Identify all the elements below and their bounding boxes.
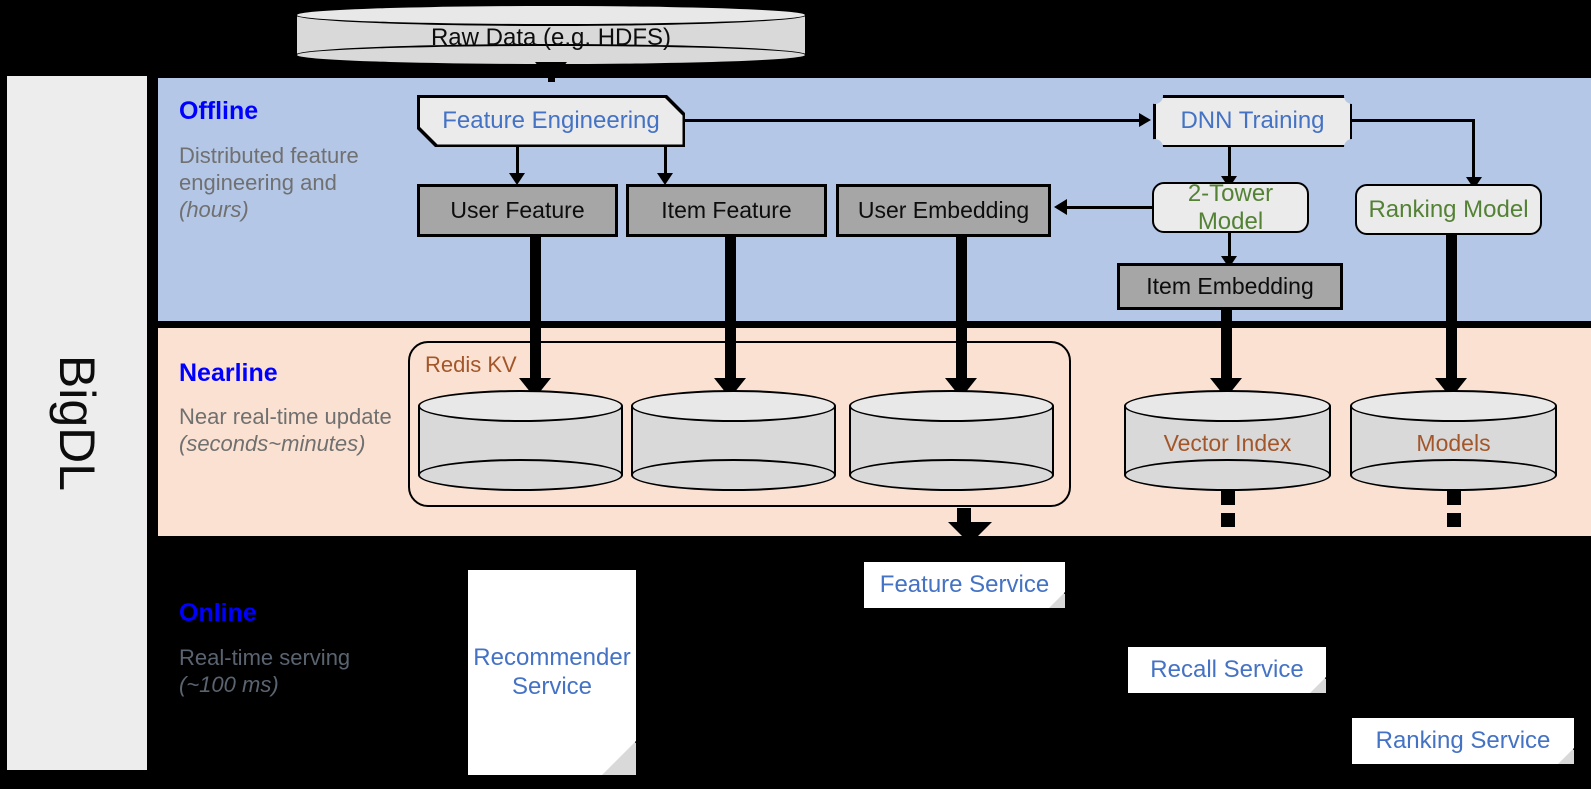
ranking-service-box[interactable]: Ranking Service	[1352, 718, 1574, 764]
item-feature-label: Item Feature	[661, 197, 792, 224]
offline-subtitle-text: Distributed feature engineering and	[179, 143, 359, 195]
kv-store-cylinder-2[interactable]	[631, 390, 836, 491]
dot-feature-service-1	[957, 508, 971, 522]
connector-dnn-ranking-h	[1352, 119, 1475, 122]
arrow-rawdata-fe	[535, 62, 567, 82]
user-embedding-label: User Embedding	[857, 197, 1030, 224]
connector-twotower-userembedding	[1067, 206, 1152, 209]
pipe-user-embedding	[956, 237, 967, 389]
feature-engineering-label: Feature Engineering	[442, 107, 660, 135]
user-feature-label: User Feature	[450, 197, 585, 224]
feature-engineering-box[interactable]: Feature Engineering	[420, 98, 683, 145]
arrow-feature-service	[948, 522, 992, 544]
connector-fe-userfeature	[516, 145, 519, 175]
dnn-notch-bl	[1147, 139, 1163, 155]
connector-twotower-itemembedding	[1228, 233, 1231, 261]
page-fold-icon	[1049, 592, 1065, 608]
models-cylinder[interactable]: Models	[1350, 390, 1557, 491]
recommender-service-box[interactable]: Recommender Service	[468, 570, 636, 775]
pipe-item-embedding	[1221, 310, 1232, 389]
raw-data-cylinder: Raw Data (e.g. HDFS)	[295, 4, 807, 66]
user-embedding-box[interactable]: User Embedding	[836, 184, 1051, 237]
online-subtitle-italic: (~100 ms)	[179, 671, 279, 697]
dot-ranking-service-2	[1447, 513, 1461, 527]
nearline-subtitle-text: Near real-time update	[179, 404, 392, 429]
kv-store-cylinder-1[interactable]	[418, 390, 623, 491]
pipe-ranking-model	[1446, 235, 1457, 389]
redis-kv-label: Redis KV	[425, 352, 517, 377]
dnn-training-label: DNN Training	[1180, 107, 1325, 134]
offline-subtitle-italic: (hours)	[179, 196, 249, 222]
kv-store-cylinder-3[interactable]	[849, 390, 1054, 491]
page-fold-icon	[1310, 677, 1326, 693]
dnn-notch-tr	[1344, 88, 1360, 104]
connector-fe-itemfeature	[664, 145, 667, 175]
user-feature-box[interactable]: User Feature	[417, 184, 618, 237]
offline-title: Offline	[179, 97, 259, 125]
bigdl-sidebar: BigDL	[7, 76, 147, 770]
dnn-training-box[interactable]: DNN Training	[1155, 97, 1350, 145]
dnn-notch-br	[1344, 139, 1360, 155]
ranking-model-label: Ranking Model	[1368, 195, 1529, 223]
vector-index-label: Vector Index	[1163, 430, 1292, 456]
online-title: Online	[179, 599, 257, 627]
online-subtitle-text: Real-time serving	[179, 645, 351, 670]
page-fold-icon	[602, 741, 636, 775]
recommender-service-label: Recommender Service	[473, 643, 631, 700]
nearline-subtitle-italic: (seconds~minutes)	[179, 430, 366, 456]
online-subtitle: Real-time serving (~100 ms)	[179, 645, 409, 699]
two-tower-model-label: 2-Tower Model	[1187, 179, 1274, 235]
connector-dnn-ranking-v	[1472, 119, 1475, 181]
redis-kv-container	[408, 341, 1071, 507]
arrow-fe-dnn	[1139, 113, 1151, 127]
dot-recall-service-1	[1221, 491, 1235, 505]
offline-subtitle: Distributed feature engineering and (hou…	[179, 143, 409, 223]
item-embedding-box[interactable]: Item Embedding	[1117, 263, 1343, 310]
ranking-service-label: Ranking Service	[1375, 726, 1551, 754]
arrow-fe-itemfeature	[657, 173, 673, 185]
dnn-notch-tl	[1147, 88, 1163, 104]
pipe-item-feature	[725, 237, 736, 389]
bigdl-label: BigDL	[49, 354, 105, 492]
recall-service-box[interactable]: Recall Service	[1128, 647, 1326, 693]
dot-recall-service-2	[1221, 513, 1235, 527]
nearline-subtitle: Near real-time update (seconds~minutes)	[179, 404, 409, 458]
feature-service-label: Feature Service	[879, 570, 1050, 598]
pipe-user-feature	[530, 237, 541, 389]
item-embedding-label: Item Embedding	[1146, 273, 1314, 300]
models-label: Models	[1416, 430, 1491, 456]
connector-dnn-twotower	[1228, 147, 1231, 180]
connector-fe-dnn	[685, 119, 1140, 122]
arrow-fe-userfeature	[509, 173, 525, 185]
item-feature-box[interactable]: Item Feature	[626, 184, 827, 237]
page-fold-icon	[1558, 748, 1574, 764]
dot-ranking-service-1	[1447, 491, 1461, 505]
arrow-twotower-userembedding	[1054, 199, 1067, 215]
ranking-model-box[interactable]: Ranking Model	[1355, 184, 1542, 235]
feature-service-box[interactable]: Feature Service	[864, 562, 1065, 608]
raw-data-label: Raw Data (e.g. HDFS)	[430, 24, 672, 51]
recall-service-label: Recall Service	[1150, 655, 1304, 683]
vector-index-cylinder[interactable]: Vector Index	[1124, 390, 1331, 491]
two-tower-model-box[interactable]: 2-Tower Model	[1152, 179, 1309, 235]
nearline-title: Nearline	[179, 359, 278, 387]
